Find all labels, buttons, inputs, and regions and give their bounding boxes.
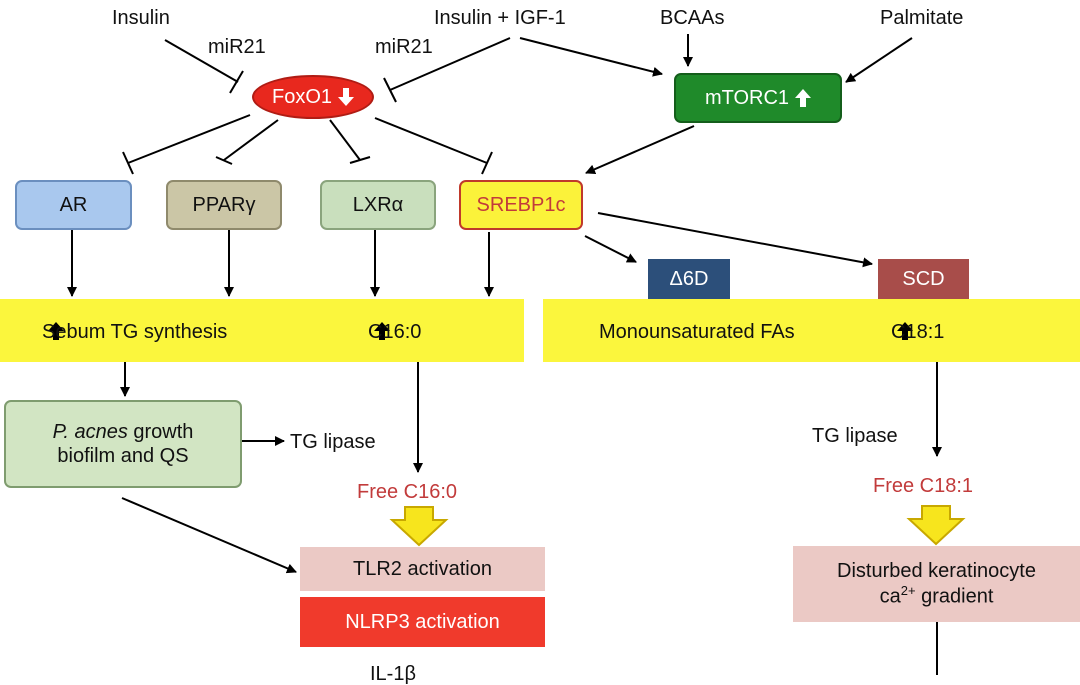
insulin-igf1-label: Insulin + IGF-1 (434, 7, 566, 29)
up-arrow-icon (897, 322, 913, 340)
down-arrow-icon (338, 88, 355, 106)
foxo1-inhibits-lxr (329, 119, 361, 161)
mtorc1-node: mTORC1 (674, 73, 842, 123)
foxo1-inhibits-ar (127, 114, 251, 164)
monounsaturated-band: Monounsaturated FAs C18:1 (543, 299, 1080, 362)
up-arrow-icon (795, 89, 812, 107)
mir21-left-label: miR21 (208, 36, 266, 58)
tlr2-node: TLR2 activation (300, 547, 545, 591)
srebp1c-to-d6d-arrow (584, 235, 637, 263)
up-arrow-icon (48, 322, 64, 340)
srebp1c-to-scd-arrow (597, 212, 873, 268)
sebum-tg-label: Sebum TG synthesis (42, 321, 228, 343)
sebum-synthesis-band: Sebum TG synthesis C16:0 (0, 299, 524, 362)
foxo1-inhibits-srebp1c (374, 117, 488, 164)
up-arrow-icon (374, 322, 390, 340)
mufa-label: Monounsaturated FAs (599, 321, 795, 343)
srebp1c-node: SREBP1c (459, 180, 583, 230)
ar-node: AR (15, 180, 132, 230)
hollow-arrow-right (906, 505, 966, 546)
free-c16-label: Free C16:0 (357, 481, 458, 503)
d6d-node: Δ6D (648, 259, 730, 299)
tg-lipase-left-label: TG lipase (290, 431, 376, 453)
foxo1-node: FoxO1 (252, 75, 374, 119)
keratinocyte-line2: ca2+ gradient (879, 583, 994, 608)
scd-node: SCD (878, 259, 969, 299)
mir21-right-label: miR21 (375, 36, 433, 58)
bcaas-label: BCAAs (660, 7, 725, 29)
insulin-label: Insulin (112, 7, 170, 29)
pacnes-line2: biofilm and QS (57, 445, 189, 467)
foxo1-label: FoxO1 (271, 86, 333, 108)
c18-label: C18:1 (891, 321, 945, 343)
nlrp3-node: NLRP3 activation (300, 597, 545, 647)
keratinocyte-line1: Disturbed keratinocyte (837, 560, 1036, 583)
mtorc1-to-srebp1c-arrow (585, 125, 695, 174)
mtorc1-label: mTORC1 (704, 87, 790, 109)
c16-label: C16:0 (368, 321, 422, 343)
palmitate-label: Palmitate (880, 7, 964, 29)
il1b-partial-label: IL-1β (370, 663, 416, 685)
foxo1-inhibits-ppar (223, 119, 279, 161)
pacnes-line1: P. acnes growth (52, 421, 194, 443)
igf1-inhibits-foxo1 (389, 37, 511, 91)
hollow-arrow-left (389, 506, 449, 547)
insulin-inhibits-foxo1 (164, 39, 239, 83)
lxr-node: LXRα (320, 180, 436, 230)
pacnes-node: P. acnes growth biofilm and QS (4, 400, 242, 488)
palmitate-to-mtorc1-arrow (845, 37, 913, 83)
tg-lipase-right-label: TG lipase (812, 425, 898, 447)
free-c18-label: Free C18:1 (873, 475, 974, 497)
keratinocyte-node: Disturbed keratinocyte ca2+ gradient (793, 546, 1080, 622)
igf1-to-mtorc1-arrow (519, 37, 663, 77)
ppar-node: PPARγ (166, 180, 282, 230)
